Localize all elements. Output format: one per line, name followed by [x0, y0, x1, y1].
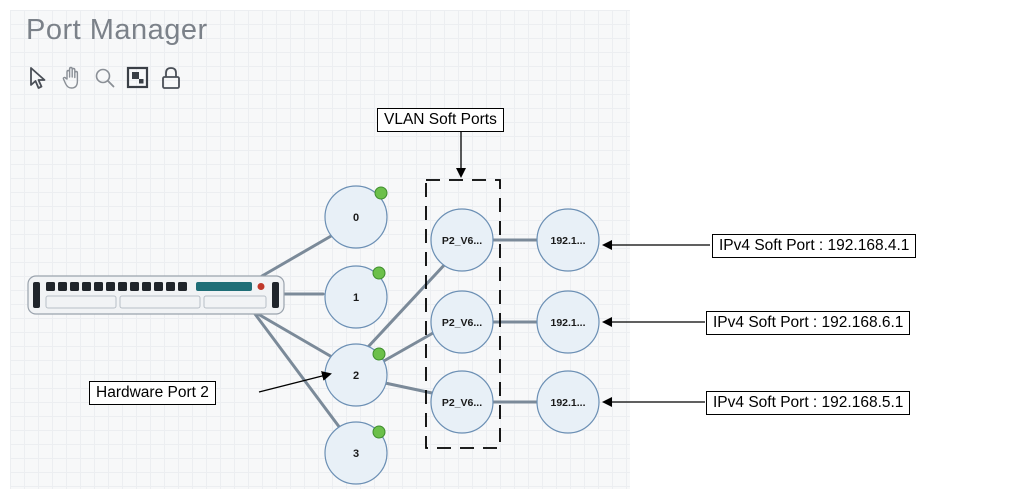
ipv4-callout-2: IPv4 Soft Port : 192.168.5.1 — [706, 391, 911, 415]
pointer-tool-button[interactable] — [25, 64, 53, 92]
switch-bay — [203, 295, 267, 309]
vlan-label: P2_V6... — [442, 235, 482, 247]
status-dot-icon — [372, 347, 386, 361]
port-label: 2 — [353, 370, 359, 382]
port-manager-panel — [10, 10, 630, 489]
link-device-port3 — [253, 312, 345, 434]
ipv4-label: 192.1... — [550, 397, 585, 409]
page-title: Port Manager — [26, 14, 208, 46]
hardware-port-2[interactable]: 2 — [324, 343, 388, 407]
hardware-port-callout: Hardware Port 2 — [89, 381, 216, 405]
status-dot-icon — [372, 425, 386, 439]
vlan-soft-ports-callout: VLAN Soft Ports — [377, 108, 504, 132]
hardware-port-callout-arrow — [258, 371, 332, 393]
ipv4-port-2[interactable]: 192.1... — [536, 370, 600, 434]
links — [253, 230, 539, 434]
vlan-node-circle — [430, 370, 494, 434]
fit-view-icon — [126, 66, 149, 89]
switch-left-ear — [33, 282, 40, 308]
link-port2-vlan0 — [366, 260, 449, 349]
ipv4-label: 192.1... — [550, 317, 585, 329]
hardware-port-1[interactable]: 1 — [324, 265, 388, 329]
link-device-port2 — [256, 312, 334, 359]
zoom-icon — [95, 68, 115, 88]
vlan-label: P2_V6... — [442, 397, 482, 409]
port-label: 1 — [353, 292, 359, 304]
zoom-tool-button[interactable] — [91, 64, 119, 92]
hand-tool-button[interactable] — [58, 64, 86, 92]
switch-bay — [119, 295, 201, 309]
switch-display — [196, 282, 252, 291]
ipv4-node-circle — [536, 208, 600, 272]
ipv4-port-0[interactable]: 192.1... — [536, 208, 600, 272]
link-port2-vlan2 — [383, 381, 434, 395]
status-dot-icon — [374, 186, 388, 200]
vlan-label: P2_V6... — [442, 317, 482, 329]
ipv4-callout-1: IPv4 Soft Port : 192.168.6.1 — [706, 311, 911, 335]
ipv4-label: 192.1... — [550, 235, 585, 247]
vlan-node-circle — [430, 290, 494, 354]
switch-right-ear — [272, 282, 279, 308]
port-node-circle — [324, 185, 388, 249]
port-node-circle — [324, 421, 388, 485]
switch-bay — [45, 295, 117, 309]
hand-icon — [62, 66, 79, 89]
fit-view-tool-button[interactable] — [124, 64, 152, 92]
vlan-group-box — [425, 179, 501, 449]
port-label: 0 — [353, 212, 359, 224]
lock-icon — [162, 67, 180, 89]
ipv4-node-circle — [536, 290, 600, 354]
ipv4-port-1[interactable]: 192.1... — [536, 290, 600, 354]
pointer-icon — [30, 67, 46, 89]
vlan-port-1[interactable]: P2_V6... — [430, 290, 494, 354]
status-dot-icon — [372, 266, 386, 280]
switch-port-leds — [46, 282, 187, 291]
vlan-port-0[interactable]: P2_V6... — [430, 208, 494, 272]
switch-led — [257, 283, 265, 290]
link-port2-vlan1 — [380, 331, 435, 364]
switch-device[interactable] — [27, 275, 285, 315]
vlan-port-2[interactable]: P2_V6... — [430, 370, 494, 434]
hardware-port-0[interactable]: 0 — [324, 185, 388, 249]
hardware-port-3[interactable]: 3 — [324, 421, 388, 485]
vlan-node-circle — [430, 208, 494, 272]
link-device-port0 — [260, 230, 340, 278]
port-label: 3 — [353, 448, 359, 460]
lock-tool-button[interactable] — [157, 64, 185, 92]
ipv4-callout-0: IPv4 Soft Port : 192.168.4.1 — [712, 234, 917, 258]
port-node-circle — [324, 265, 388, 329]
annotation-arrows — [258, 132, 710, 407]
ipv4-node-circle — [536, 370, 600, 434]
